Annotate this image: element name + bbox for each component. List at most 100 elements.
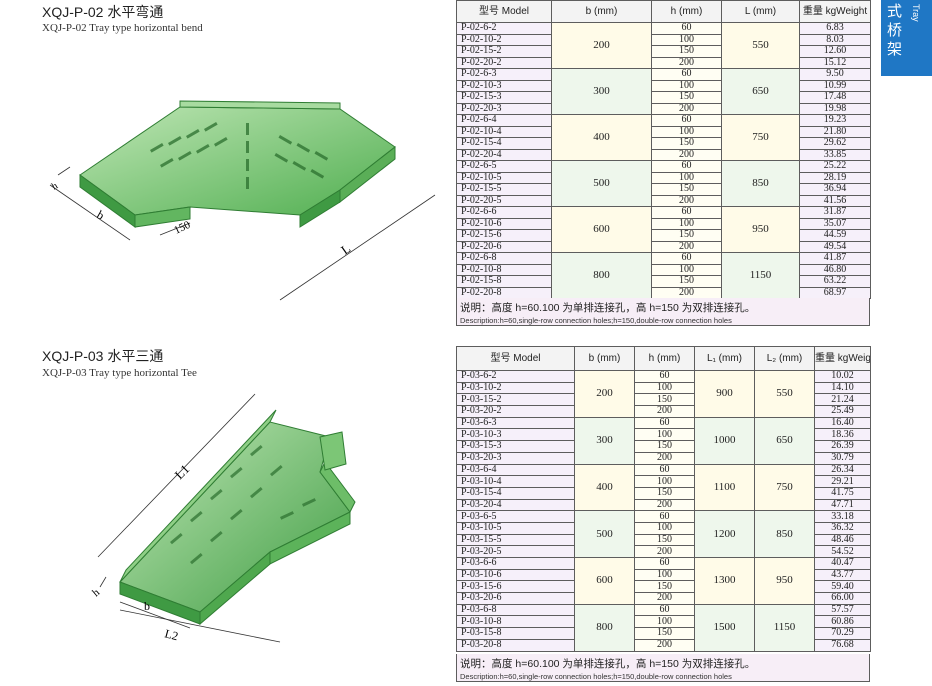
column-header: L₁ (mm): [694, 346, 755, 371]
height-h-cell: 60: [651, 206, 722, 219]
length-l2-cell: 650: [754, 416, 815, 465]
weight-cell: 44.59: [799, 229, 871, 242]
model-cell: P-03-15-3: [456, 440, 575, 453]
length-l-cell: 550: [721, 22, 800, 69]
height-h-cell: 150: [651, 275, 722, 288]
height-h-cell: 150: [634, 627, 695, 640]
weight-cell: 26.34: [814, 463, 871, 477]
height-h-cell: 60: [651, 68, 722, 81]
table-row: P-02-10-8 100 46.80: [456, 263, 871, 276]
length-l2-cell: 850: [754, 510, 815, 558]
model-cell: P-02-15-8: [456, 275, 552, 288]
width-b-cell: 200: [551, 22, 652, 69]
length-l2-cell: 1150: [754, 603, 815, 652]
weight-cell: 46.80: [799, 263, 871, 276]
section-1-title: XQJ-P-02 水平弯通: [42, 4, 164, 20]
length-l-cell: 1150: [721, 252, 800, 299]
bend-note-cn: 说明：高度 h=60.100 为单排连接孔，高 h=150 为双排连接孔。: [460, 302, 756, 314]
weight-cell: 25.49: [814, 405, 871, 418]
height-h-cell: 200: [634, 451, 695, 465]
height-h-cell: 100: [651, 33, 722, 46]
length-l1-cell: 900: [694, 370, 755, 418]
height-h-cell: 200: [634, 405, 695, 418]
weight-cell: 6.83: [799, 22, 871, 35]
side-category-tab: 式桥架 Tray: [881, 0, 932, 76]
dim-label-h: h: [50, 181, 60, 193]
weight-cell: 17.48: [799, 91, 871, 104]
horizontal-bend-illustration: h b 150 L: [49, 100, 436, 301]
model-cell: P-03-15-6: [456, 580, 575, 594]
weight-cell: 43.77: [814, 568, 871, 582]
weight-cell: 41.56: [799, 194, 871, 207]
model-cell: P-03-20-8: [456, 638, 575, 652]
bend-note-en: Description:h=60,single-row connection h…: [460, 316, 732, 325]
width-b-cell: 500: [551, 160, 652, 207]
length-l1-cell: 1100: [694, 463, 755, 512]
column-header: L₂ (mm): [754, 346, 815, 371]
height-h-cell: 60: [651, 252, 722, 265]
height-h-cell: 60: [651, 160, 722, 173]
column-header: b (mm): [551, 0, 652, 23]
dim-label-b: b: [95, 207, 107, 222]
model-cell: P-03-10-2: [456, 381, 575, 395]
height-h-cell: 60: [634, 416, 695, 430]
model-cell: P-03-20-4: [456, 498, 575, 512]
weight-cell: 57.57: [814, 603, 871, 617]
model-cell: P-02-10-8: [456, 263, 552, 276]
model-cell: P-02-10-3: [456, 79, 552, 92]
height-h-cell: 150: [634, 533, 695, 547]
model-cell: P-03-10-5: [456, 521, 575, 535]
model-cell: P-03-15-5: [456, 533, 575, 547]
weight-cell: 47.71: [814, 498, 871, 512]
model-cell: P-03-10-8: [456, 615, 575, 629]
column-header: 重量 kgWeight: [814, 346, 871, 371]
weight-cell: 31.87: [799, 206, 871, 219]
length-l-cell: 650: [721, 68, 800, 115]
weight-cell: 76.68: [814, 638, 871, 652]
weight-cell: 26.39: [814, 440, 871, 453]
length-l2-cell: 950: [754, 557, 815, 605]
side-tab-en: Tray: [911, 4, 921, 22]
weight-cell: 33.18: [814, 510, 871, 523]
height-h-cell: 100: [651, 125, 722, 138]
section-2-title: XQJ-P-03 水平三通: [42, 348, 164, 364]
height-h-cell: 100: [651, 263, 722, 276]
weight-cell: 49.54: [799, 240, 871, 253]
height-h-cell: 100: [651, 217, 722, 230]
length-l2-cell: 750: [754, 463, 815, 512]
dim-label-L1: L1: [172, 461, 193, 482]
height-h-cell: 60: [634, 603, 695, 617]
height-h-cell: 100: [634, 615, 695, 629]
weight-cell: 33.85: [799, 148, 871, 161]
dim-label-h2: h: [90, 586, 102, 599]
length-l-cell: 950: [721, 206, 800, 253]
section-2-subtitle: XQJ-P-03 Tray type horizontal Tee: [42, 367, 197, 379]
model-cell: P-02-20-3: [456, 102, 552, 115]
model-cell: P-03-6-8: [456, 603, 575, 617]
weight-cell: 16.40: [814, 416, 871, 430]
